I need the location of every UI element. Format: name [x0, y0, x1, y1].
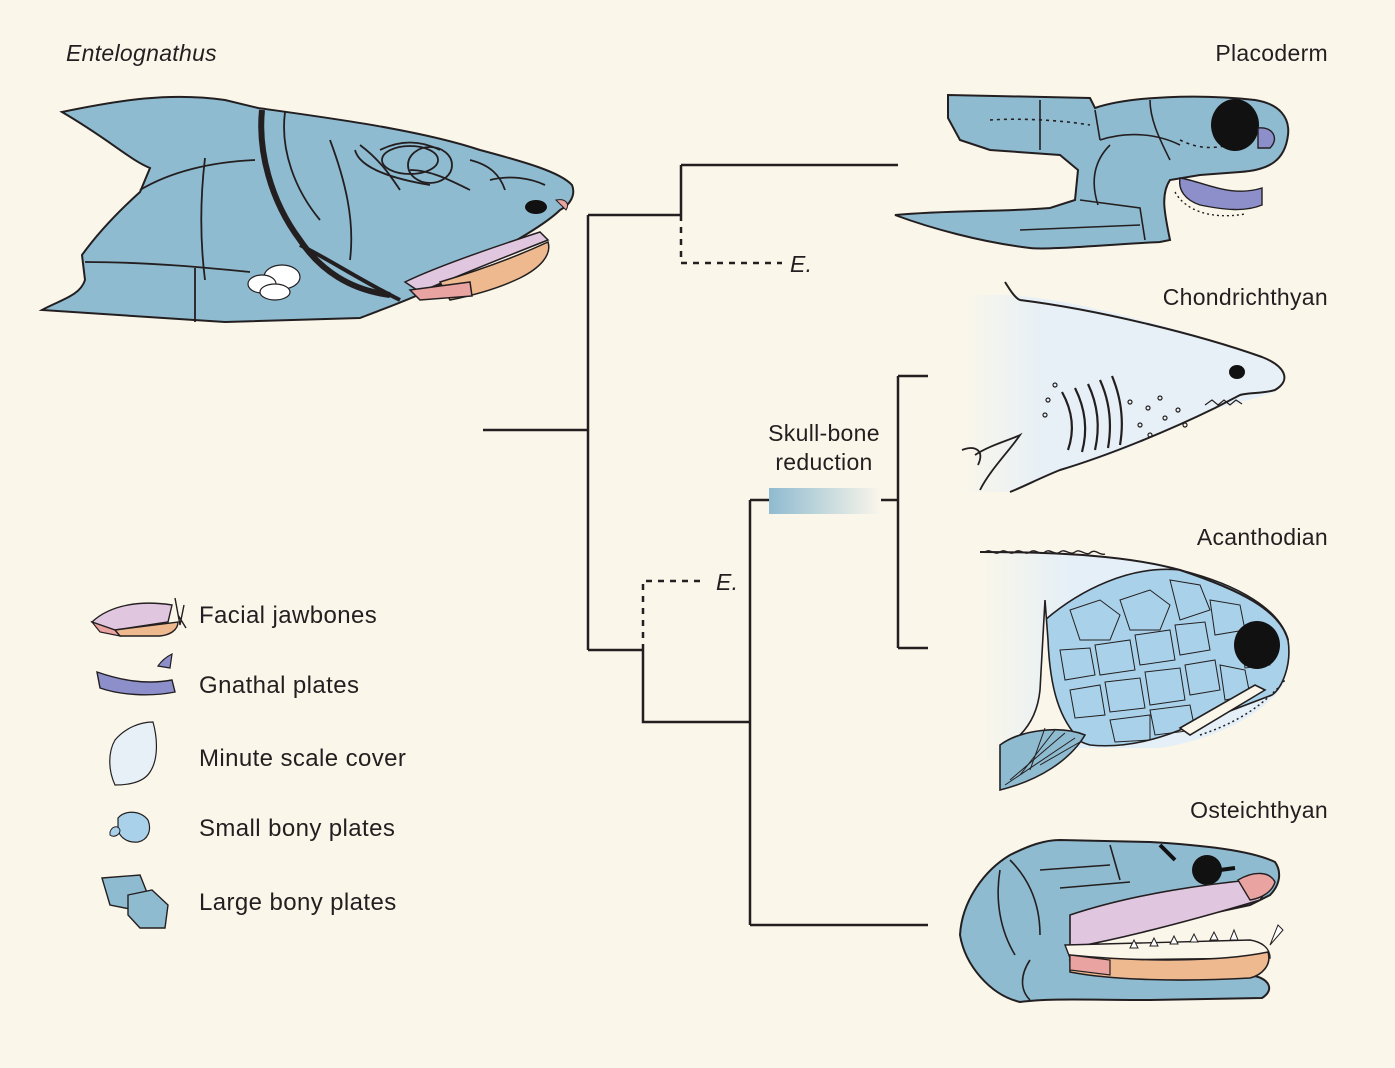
tree-dashed-e-upper: [679, 215, 782, 265]
placoderm-gnathal-lower: [1178, 177, 1263, 211]
legend-icons: [90, 597, 187, 929]
label-chondrichthyan: Chondrichthyan: [1162, 284, 1328, 310]
large-bony-plates-icon: [101, 874, 169, 929]
specimen-title: Entelognathus: [66, 40, 217, 66]
legend-label-small-bony-plates: Small bony plates: [199, 815, 396, 842]
tree-crown-stem: [641, 650, 750, 724]
legend-label-large-bony-plates: Large bony plates: [199, 889, 397, 916]
small-bony-plates-icon: [109, 811, 151, 843]
facial-jawbones-icon: [90, 597, 187, 637]
legend-label-facial-jawbones: Facial jawbones: [199, 602, 378, 629]
osteichthyan-eye: [1192, 855, 1222, 885]
entelognathus-eye: [525, 200, 547, 214]
acanthodian-head: [979, 550, 1290, 792]
event-label-line1: Skull-bone: [768, 420, 880, 446]
gnathal-plates-icon: [96, 652, 176, 696]
event-label-line2: reduction: [775, 449, 873, 475]
label-acanthodian: Acanthodian: [1196, 524, 1328, 550]
minute-scale-icon: [109, 721, 157, 786]
placoderm-gnathal-upper: [1257, 127, 1276, 149]
placoderm-eye: [1211, 99, 1259, 151]
placoderm-skull: [894, 93, 1290, 250]
legend-label-minute-scale-cover: Minute scale cover: [199, 745, 407, 772]
acanthodian-eye: [1234, 621, 1280, 669]
osteichthyan-lower-jaw: [1069, 951, 1270, 981]
skull-bone-reduction-bar: [769, 488, 881, 514]
legend-label-gnathal-plates: Gnathal plates: [199, 672, 360, 699]
tree-dashed-e-lower: [641, 579, 706, 650]
entelognathus-jaw-pink: [408, 281, 473, 301]
osteichthyan-skull: [958, 838, 1284, 1004]
label-e-lower: E.: [716, 569, 739, 595]
label-e-upper: E.: [790, 251, 813, 277]
chondrichthyan-head: [961, 281, 1286, 493]
label-placoderm: Placoderm: [1215, 40, 1328, 66]
label-osteichthyan: Osteichthyan: [1190, 797, 1328, 823]
entelognathus-skull: [38, 95, 575, 324]
cladogram: [483, 163, 928, 927]
chondrichthyan-eye: [1229, 365, 1245, 379]
